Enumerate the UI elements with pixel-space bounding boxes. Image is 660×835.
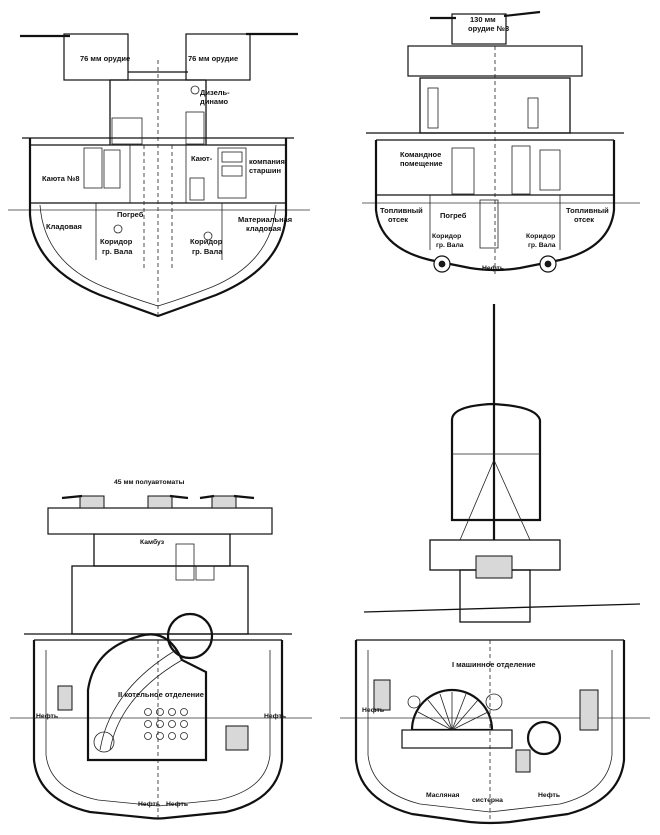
hull-outline [32,640,284,820]
label-diesel-1: Дизель- [200,88,230,97]
label-boiler-room: II котельное отделение [118,690,204,699]
section-top-right: 130 мм орудие №3 Командное помещение Топ… [362,10,640,275]
label-guns-45mm: 45 мм полуавтоматы [114,479,185,486]
gun-barrel [503,10,541,18]
label-oil-bottom-left: Нефть [138,801,160,808]
label-diesel-2: динамо [200,97,229,106]
gun-deck [47,507,273,535]
label-oil-left: Нефть [36,713,58,720]
label-crew-2: помещение [400,159,443,168]
turbine-blades [417,692,489,731]
gun-130mm [451,13,507,45]
guns-45mm [61,494,255,509]
section-top-left: 76 мм орудие 76 мм орудие Дизель- динамо… [8,32,310,318]
label-galley: Камбуз [140,538,165,546]
label-corridor-right-1: Коридор [526,233,555,240]
label-oil-left: Нефть [362,707,384,714]
label-fuel-left-1: Топливный [380,206,423,215]
label-corridor-left-1: Коридор [100,237,133,246]
label-oil-bottom-right: Нефть [166,801,188,808]
label-corridor-left-2: гр. Вала [102,247,133,256]
label-fuel-left-2: отсек [388,215,408,224]
label-oil-right: Нефть [264,713,286,720]
label-gun-right: 76 мм орудие [188,54,238,63]
deck-edge [363,603,641,613]
hull-outline [354,640,626,825]
label-fuel-right-2: отсек [574,215,594,224]
section-bottom-right: I машинное отделение Нефть Нефть Масляна… [340,304,650,825]
label-cabin8: Каюта №8 [42,174,80,183]
label-crew-1: Командное [400,150,441,159]
label-cabin-3: старшин [249,166,281,175]
label-cabin-1: Кают- [191,154,213,163]
label-corridor-right-2: гр. Вала [528,242,556,249]
label-corridor-left-1: Коридор [432,233,461,240]
label-engine-room: I машинное отделение [452,660,536,669]
label-pantry: Кладовая [46,222,82,231]
label-magazine: Погреб [440,211,467,220]
label-corridor-right-2: гр. Вала [192,247,223,256]
boiler-drum [166,612,214,660]
label-oil-right: Нефть [538,792,560,799]
section-bottom-left: 45 мм полуавтоматы Камбуз II котельное о… [10,479,312,820]
funnel [450,402,542,522]
boiler-tubes [144,708,188,740]
label-oil-tank-2: систерна [472,797,503,804]
label-gun-2: орудие №3 [468,24,509,33]
condenser [526,720,562,756]
label-fuel-right-1: Топливный [566,206,609,215]
gun-mount-left [63,33,129,81]
label-cabin-2: компания [249,157,285,166]
label-oil-tank-1: Масляная [426,792,459,799]
boiler [86,633,208,762]
label-gun-left: 76 мм орудие [80,54,130,63]
label-corridor-left-2: гр. Вала [436,242,464,249]
label-material-1: Материальная [238,215,292,224]
label-gun-1: 130 мм [470,15,496,24]
label-oil: Нефть [482,265,504,272]
label-magazine: Погреб [117,210,144,219]
label-material-2: кладовая [246,224,281,233]
gun-mount-right [185,33,251,81]
label-corridor-right-1: Коридор [190,237,223,246]
